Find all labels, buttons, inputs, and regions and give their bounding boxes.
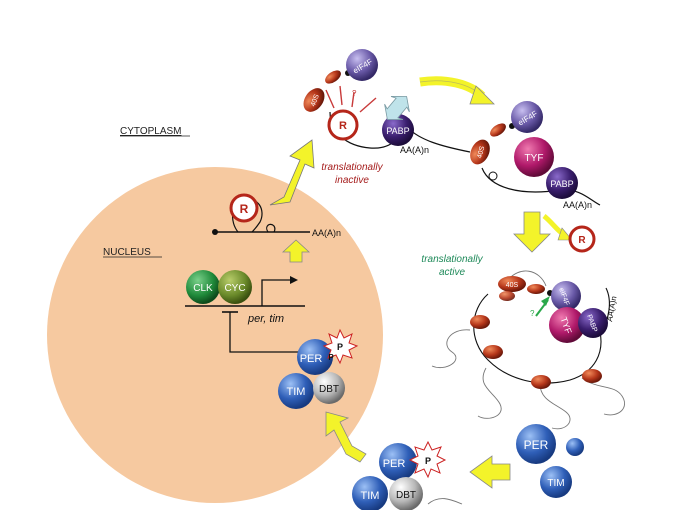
export-arrow	[269, 139, 315, 206]
svg-text:R: R	[240, 202, 249, 216]
curved-arrow-top	[419, 76, 486, 100]
svg-text:P: P	[328, 353, 334, 362]
svg-text:TIM: TIM	[287, 386, 306, 398]
up-arrow-small	[281, 239, 311, 263]
svg-text:PER: PER	[383, 458, 406, 470]
svg-text:TYF: TYF	[525, 153, 544, 164]
svg-text:P: P	[425, 456, 431, 466]
svg-text:R: R	[339, 120, 347, 132]
r-protein	[229, 193, 259, 223]
svg-text:AA(A)n: AA(A)n	[400, 145, 429, 155]
import-arrow	[325, 411, 367, 463]
svg-text:AA(A)n: AA(A)n	[563, 200, 592, 210]
nucleus-label: NUCLEUS	[103, 247, 151, 258]
polysome: 40S eIF4F TYF PABP AA(A)n ?	[431, 270, 625, 430]
svg-text:CLK: CLK	[193, 283, 213, 294]
svg-text:CYC: CYC	[224, 283, 245, 294]
clk-protein	[186, 270, 220, 304]
nuclear-mrna: R AA(A)n	[212, 193, 341, 238]
svg-text:?: ?	[530, 309, 535, 318]
svg-text:AA(A)n: AA(A)n	[605, 295, 618, 322]
svg-text:PER: PER	[300, 353, 323, 365]
cytoplasmic-per-tim: PER TIM	[516, 424, 584, 498]
nucleus	[47, 167, 383, 503]
svg-text:PER: PER	[524, 438, 549, 452]
svg-text:DBT: DBT	[319, 384, 339, 395]
inactive-complex: 40S eIF4F PABP AA(A)n R ? translationall…	[303, 49, 471, 186]
svg-text:P: P	[337, 342, 343, 352]
down-arrow-right	[513, 211, 551, 253]
polya-tail: AA(A)n	[312, 228, 341, 238]
svg-text:PABP: PABP	[386, 126, 409, 136]
active-label-2: active	[439, 267, 466, 278]
svg-text:DBT: DBT	[396, 490, 416, 501]
cytoplasm-label: CYTOPLASM	[120, 126, 182, 137]
repression-line	[229, 312, 300, 353]
inactive-label-2: inactive	[335, 175, 369, 186]
svg-text:PABP: PABP	[550, 179, 573, 189]
inactive-label-1: translationally	[321, 162, 383, 173]
svg-text:40S: 40S	[310, 93, 321, 107]
released-r-protein	[568, 225, 596, 253]
svg-text:TIM: TIM	[547, 478, 564, 489]
gene-promoter: CLK CYC per, tim	[185, 270, 305, 325]
nuclear-per-tim-dbt: PER P P TIM DBT	[278, 328, 359, 409]
svg-text:TIM: TIM	[361, 490, 380, 502]
svg-text:R: R	[578, 235, 586, 246]
svg-text:40S: 40S	[506, 282, 519, 289]
gene-label: per, tim	[247, 313, 284, 325]
tyf-complex: 40S eIF4F TYF PABP AA(A)n	[470, 101, 601, 210]
active-label-1: translationally	[421, 254, 483, 265]
svg-text:40S: 40S	[476, 145, 486, 159]
cytoplasmic-per-tim-dbt: PER P TIM DBT	[352, 440, 463, 510]
cyc-protein	[218, 270, 252, 304]
left-arrow-bottom	[469, 455, 511, 489]
svg-text:?: ?	[352, 89, 357, 98]
